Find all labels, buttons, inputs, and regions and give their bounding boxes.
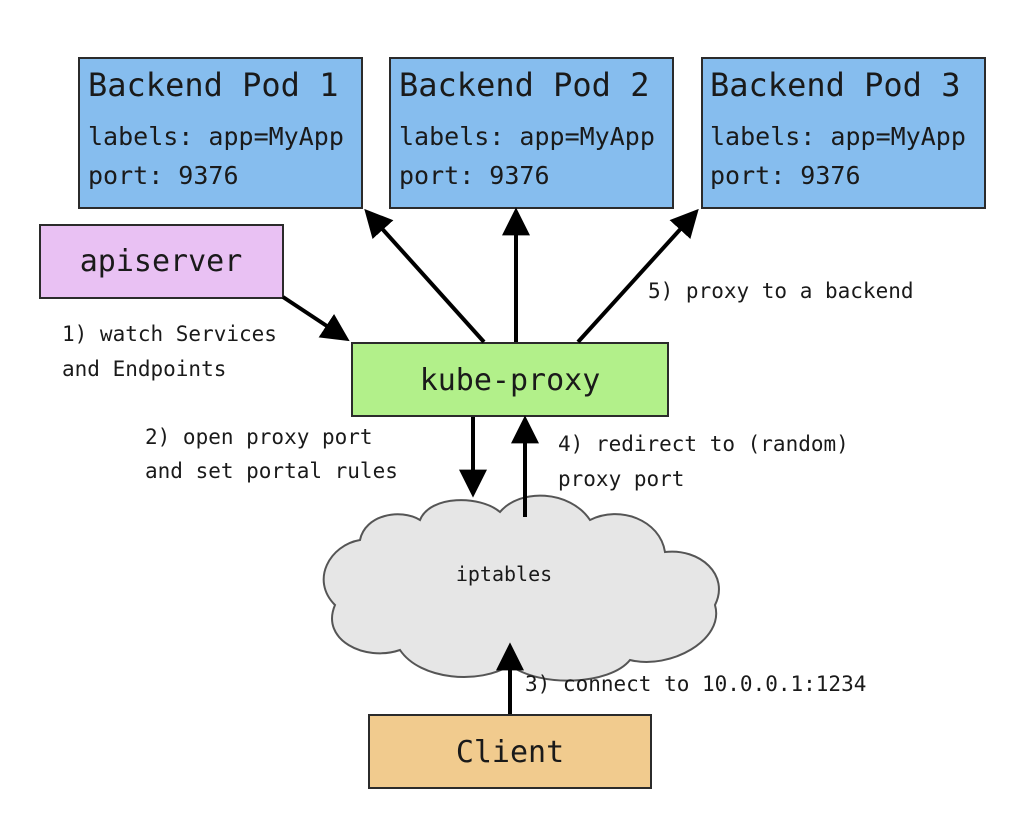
pod-2-title: Backend Pod 2 (399, 66, 649, 104)
step-2-annotation: 2) open proxy port and set portal rules (145, 425, 398, 483)
kube-proxy-box (351, 342, 669, 417)
pod-2-box (389, 57, 674, 209)
backend-pod-2: Backend Pod 2 labels: app=MyApp port: 93… (389, 57, 674, 209)
step-2-line-2: and set portal rules (145, 459, 398, 483)
apiserver-box (39, 224, 284, 299)
client-node: Client (368, 714, 652, 789)
apiserver-node: apiserver (39, 224, 284, 299)
step-1-line-2: and Endpoints (62, 357, 226, 381)
step-4-line-2: proxy port (558, 467, 684, 491)
kube-proxy-label: kube-proxy (420, 363, 601, 398)
pod-1-box (78, 57, 363, 209)
arrow-apiserver-to-kube-proxy (281, 295, 350, 342)
pod-3-labels: labels: app=MyApp (710, 122, 966, 151)
pod-1-port: port: 9376 (88, 161, 239, 190)
step-3-line-1: 3) connect to 10.0.0.1:1234 (525, 672, 866, 696)
iptables-label: iptables (456, 562, 552, 586)
step-2-line-1: 2) open proxy port (145, 425, 373, 449)
arrow-kube-proxy-to-pod-3 (576, 208, 699, 344)
backend-pod-1: Backend Pod 1 labels: app=MyApp port: 93… (78, 57, 363, 209)
backend-pod-3: Backend Pod 3 labels: app=MyApp port: 93… (701, 57, 986, 209)
step-4-annotation: 4) redirect to (random) proxy port (558, 432, 849, 491)
client-label: Client (456, 735, 564, 770)
pod-3-box (701, 57, 986, 209)
arrow-kube-proxy-to-pod-1 (364, 208, 486, 344)
kube-proxy-node: kube-proxy (351, 342, 669, 417)
step-3-annotation: 3) connect to 10.0.0.1:1234 (525, 672, 866, 696)
pod-2-labels: labels: app=MyApp (399, 122, 655, 151)
apiserver-label: apiserver (80, 244, 243, 279)
pod-3-port: port: 9376 (710, 161, 861, 190)
client-box (368, 714, 652, 789)
step-5-annotation: 5) proxy to a backend (648, 279, 914, 303)
pod-2-port: port: 9376 (399, 161, 550, 190)
step-1-annotation: 1) watch Services and Endpoints (62, 322, 277, 381)
pod-3-title: Backend Pod 3 (710, 66, 960, 104)
iptables-node: iptables (322, 494, 720, 682)
step-5-line-1: 5) proxy to a backend (648, 279, 914, 303)
iptables-cloud (322, 494, 720, 682)
pod-1-labels: labels: app=MyApp (88, 122, 344, 151)
step-4-line-1: 4) redirect to (random) (558, 432, 849, 456)
step-1-line-1: 1) watch Services (62, 322, 277, 346)
pod-1-title: Backend Pod 1 (88, 66, 338, 104)
